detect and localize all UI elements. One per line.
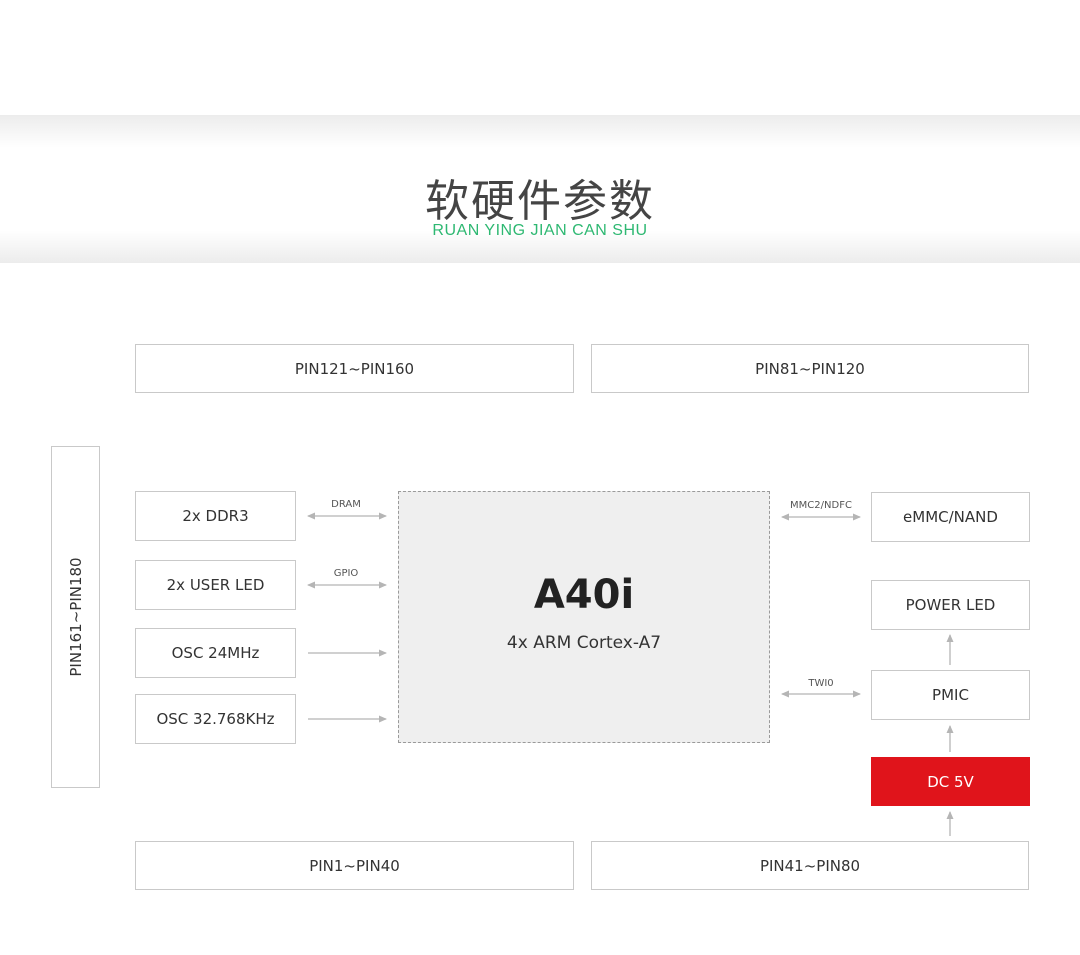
pin-block-label: PIN1~PIN40 <box>309 856 400 875</box>
page-title: 软硬件参数 <box>425 176 655 227</box>
user-led-block: 2x USER LED <box>135 560 296 610</box>
mmc-bus-label: MMC2/NDFC <box>790 500 852 511</box>
pin-block-bottom-right: PIN41~PIN80 <box>591 841 1029 890</box>
dram-bus-label: DRAM <box>331 499 361 510</box>
osc-24mhz-label: OSC 24MHz <box>171 644 260 662</box>
emmc-label: eMMC/NAND <box>903 508 998 526</box>
gpio-bus-label: GPIO <box>333 568 359 579</box>
pin-block-top-right: PIN81~PIN120 <box>591 344 1029 393</box>
user-led-label: 2x USER LED <box>166 576 265 594</box>
dc-5v-block: DC 5V <box>871 757 1030 806</box>
pin-block-top-left: PIN121~PIN160 <box>135 344 574 393</box>
power-led-label: POWER LED <box>905 596 996 614</box>
cpu-core: 4x ARM Cortex-A7 <box>506 633 662 653</box>
osc-32khz-label: OSC 32.768KHz <box>156 710 275 728</box>
ddr3-block: 2x DDR3 <box>135 491 296 541</box>
pin-block-bottom-left: PIN1~PIN40 <box>135 841 574 890</box>
pmic-label: PMIC <box>932 686 969 704</box>
osc-32khz-block: OSC 32.768KHz <box>135 694 296 744</box>
emmc-block: eMMC/NAND <box>871 492 1030 542</box>
pin-block-label: PIN41~PIN80 <box>759 856 861 875</box>
power-led-block: POWER LED <box>871 580 1030 630</box>
pin-block-left <box>51 446 100 788</box>
osc-24mhz-block: OSC 24MHz <box>135 628 296 678</box>
ddr3-label: 2x DDR3 <box>182 507 249 525</box>
dc-5v-label: DC 5V <box>927 772 974 791</box>
page-subtitle: RUAN YING JIAN CAN SHU <box>432 222 648 239</box>
pin-block-label: PIN81~PIN120 <box>755 359 865 378</box>
twi-bus-label: TWI0 <box>808 678 834 689</box>
cpu-block: A40i 4x ARM Cortex-A7 <box>398 491 770 743</box>
cpu-name: A40i <box>533 572 635 618</box>
header-band <box>0 115 1080 263</box>
pmic-block: PMIC <box>871 670 1030 720</box>
pin-block-label: PIN121~PIN160 <box>294 359 415 378</box>
